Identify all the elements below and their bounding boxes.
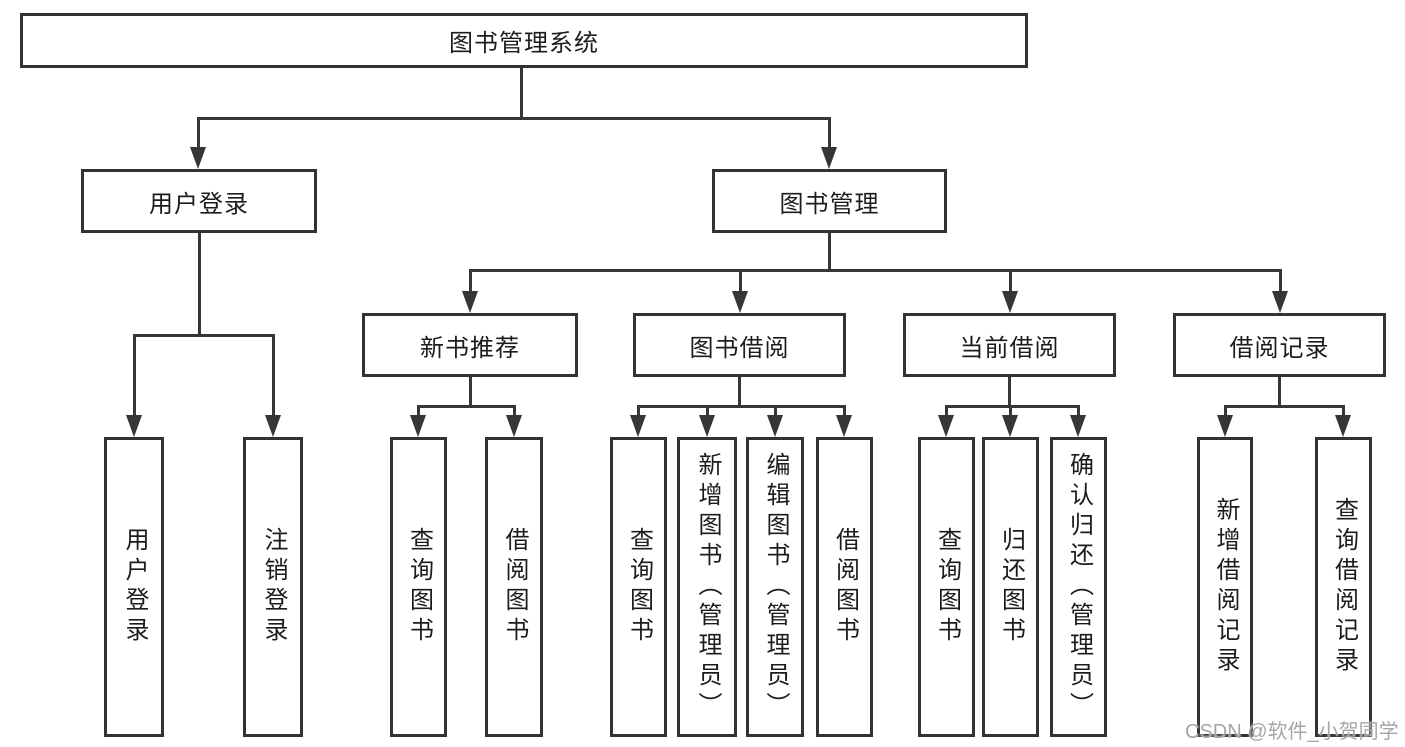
arrowhead-icon xyxy=(630,415,646,437)
leaf-label: 查询图书 xyxy=(405,527,433,647)
connector-root-drop xyxy=(520,68,523,120)
arrowhead-icon xyxy=(1002,415,1018,437)
connector-leaf xyxy=(1342,405,1345,417)
leaf-label: 用户登录 xyxy=(121,527,148,647)
node-bb-edit-books-admin: 编辑图书（管理员） xyxy=(746,437,804,737)
node-book-borrow: 图书借阅 xyxy=(633,313,846,377)
connector-book-borrow-rail xyxy=(637,405,846,408)
connector-borrow-record-drop xyxy=(1278,377,1281,407)
connector-level1-rail xyxy=(197,117,831,120)
arrowhead-icon xyxy=(1002,291,1018,313)
connector-to-login-col xyxy=(133,334,136,417)
connector-to-logout-col xyxy=(272,334,275,417)
connector-leaf xyxy=(513,405,516,417)
arrowhead-icon xyxy=(1335,415,1351,437)
connector-leaf xyxy=(1009,405,1012,417)
node-user-login-leaf: 用户登录 xyxy=(104,437,164,737)
arrowhead-icon xyxy=(506,415,522,437)
connector-to-current-borrow xyxy=(1009,269,1012,293)
node-bb-add-books-admin: 新增图书（管理员） xyxy=(677,437,737,737)
arrowhead-icon xyxy=(836,415,852,437)
node-current-borrow: 当前借阅 xyxy=(903,313,1116,377)
node-borrow-record: 借阅记录 xyxy=(1173,313,1386,377)
connector-new-book-drop xyxy=(469,377,472,407)
leaf-label: 新增借阅记录 xyxy=(1212,497,1239,677)
node-cb-confirm-return-admin: 确认归还（管理员） xyxy=(1050,437,1107,737)
connector-leaf xyxy=(843,405,846,417)
arrowhead-icon xyxy=(1217,415,1233,437)
arrowhead-icon xyxy=(1272,291,1288,313)
connector-to-book-mgmt xyxy=(828,117,831,149)
connector-book-borrow-drop xyxy=(738,377,741,407)
arrowhead-icon xyxy=(938,415,954,437)
leaf-label: 查询图书 xyxy=(933,527,961,647)
connector-book-mgmt-drop xyxy=(828,233,831,272)
connector-leaf xyxy=(1077,405,1080,417)
arrowhead-icon xyxy=(462,291,478,313)
arrowhead-icon xyxy=(1070,415,1086,437)
node-nb-borrow-books: 借阅图书 xyxy=(485,437,543,737)
leaf-label: 借阅图书 xyxy=(831,527,859,647)
connector-leaf xyxy=(637,405,640,417)
node-book-management-group: 图书管理 xyxy=(712,169,947,233)
node-cb-query-books: 查询图书 xyxy=(918,437,975,737)
node-nb-query-books: 查询图书 xyxy=(390,437,447,737)
connector-borrow-record-rail xyxy=(1224,405,1345,408)
connector-current-borrow-drop xyxy=(1008,377,1011,407)
node-new-book-recommend: 新书推荐 xyxy=(362,313,578,377)
node-bb-borrow-books: 借阅图书 xyxy=(816,437,873,737)
arrowhead-icon xyxy=(732,291,748,313)
connector-leaf xyxy=(1224,405,1227,417)
node-user-login-group: 用户登录 xyxy=(81,169,317,233)
connector-level2-rail xyxy=(469,269,1282,272)
connector-leaf xyxy=(706,405,709,417)
node-cb-return-books: 归还图书 xyxy=(982,437,1039,737)
leaf-label: 新增图书（管理员） xyxy=(694,452,721,722)
node-library-management-system: 图书管理系统 xyxy=(20,13,1028,68)
connector-to-user-login xyxy=(197,117,200,149)
arrowhead-icon xyxy=(410,415,426,437)
connector-leaf xyxy=(417,405,420,417)
arrowhead-icon xyxy=(699,415,715,437)
connector-to-borrow-record xyxy=(1279,269,1282,293)
connector-current-borrow-rail xyxy=(945,405,1080,408)
leaf-label: 查询图书 xyxy=(625,527,653,647)
arrowhead-icon xyxy=(767,415,783,437)
connector-leaf xyxy=(774,405,777,417)
arrowhead-icon xyxy=(265,415,281,437)
csdn-watermark: CSDN @软件_小贺同学 xyxy=(1185,721,1399,743)
arrowhead-icon xyxy=(821,147,837,169)
leaf-label: 归还图书 xyxy=(997,527,1025,647)
leaf-label: 编辑图书（管理员） xyxy=(762,452,789,722)
node-bb-query-books: 查询图书 xyxy=(610,437,667,737)
connector-to-new-book xyxy=(469,269,472,293)
arrowhead-icon xyxy=(190,147,206,169)
connector-user-login-drop xyxy=(198,233,201,337)
leaf-label: 查询借阅记录 xyxy=(1330,497,1358,677)
connector-user-login-rail xyxy=(133,334,275,337)
leaf-label: 注销登录 xyxy=(260,527,287,647)
connector-new-book-rail xyxy=(417,405,516,408)
node-br-add-record: 新增借阅记录 xyxy=(1197,437,1253,737)
node-logout-leaf: 注销登录 xyxy=(243,437,303,737)
connector-to-book-borrow xyxy=(739,269,742,293)
node-br-query-record: 查询借阅记录 xyxy=(1315,437,1372,737)
connector-leaf xyxy=(945,405,948,417)
leaf-label: 借阅图书 xyxy=(501,527,528,647)
arrowhead-icon xyxy=(126,415,142,437)
leaf-label: 确认归还（管理员） xyxy=(1065,452,1093,722)
